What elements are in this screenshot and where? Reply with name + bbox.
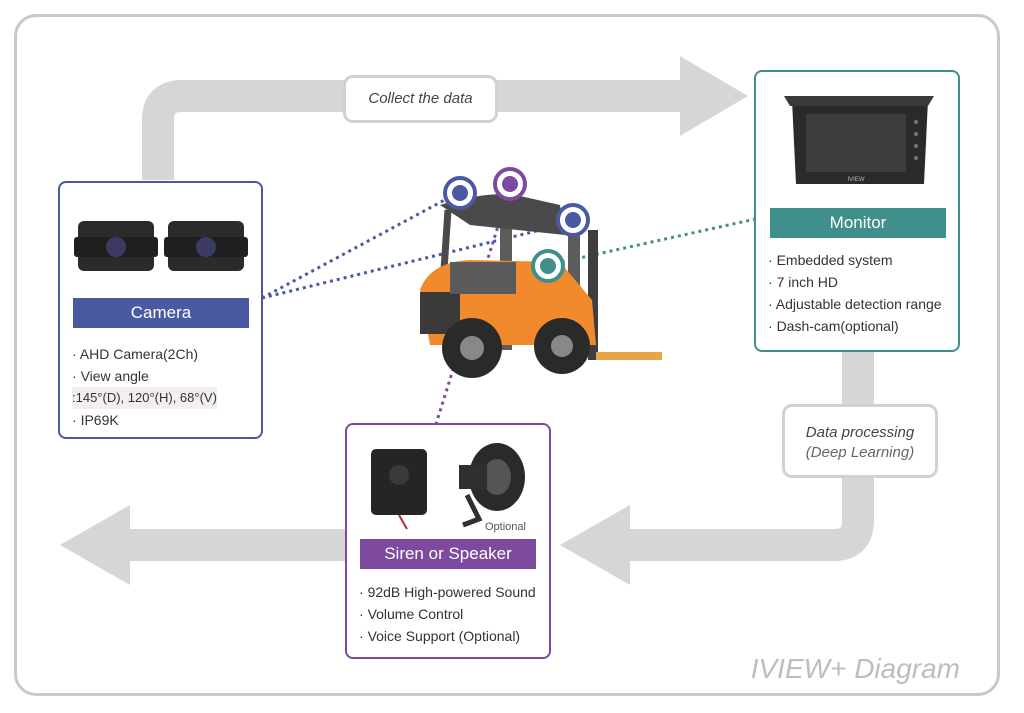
monitor-card: IVIEW Monitor Embedded system 7 inch HD … — [754, 70, 960, 352]
camera-spec-view-angle: View angle — [72, 365, 217, 387]
output-arrowhead — [60, 505, 130, 585]
speaker-box — [371, 449, 427, 530]
monitor-spec-range: Adjustable detection range — [768, 293, 942, 315]
collect-arrow — [142, 80, 690, 180]
camera-link-2 — [261, 222, 566, 300]
monitor-title: Monitor — [770, 208, 946, 238]
siren-card: Optional Siren or Speaker 92dB High-powe… — [345, 423, 551, 659]
optional-label: Optional — [485, 521, 526, 533]
monitor-spec-dashcam: Dash-cam(optional) — [768, 315, 942, 337]
data-processing-label: Data processing (Deep Learning) — [782, 404, 938, 478]
processing-arrowhead — [560, 505, 630, 585]
camera-title: Camera — [73, 298, 249, 328]
siren-spec-volume: Volume Control — [359, 603, 536, 625]
camera-spec-rating: IP69K — [72, 409, 217, 431]
collect-data-text: Collect the data — [368, 90, 473, 107]
siren-title: Siren or Speaker — [360, 539, 536, 569]
camera-spec-list: AHD Camera(2Ch) View angle :145°(D), 120… — [72, 343, 217, 431]
monitor-spec-system: Embedded system — [768, 249, 942, 271]
monitor-link — [547, 216, 761, 267]
forklift-illustration — [420, 194, 662, 378]
camera-unit-right — [164, 221, 248, 271]
camera-image — [74, 221, 248, 271]
camera-unit-left — [74, 221, 158, 271]
camera-marker-1 — [443, 176, 477, 210]
siren-image — [371, 443, 525, 530]
camera-marker-2 — [556, 203, 590, 237]
monitor-spec-list: Embedded system 7 inch HD Adjustable det… — [768, 249, 942, 337]
processing-arrow — [620, 350, 874, 561]
siren-spec-voice: Voice Support (Optional) — [359, 625, 536, 647]
monitor-screen — [806, 114, 906, 172]
horn-speaker — [459, 443, 525, 528]
collect-arrowhead — [680, 56, 748, 136]
collect-data-label: Collect the data — [343, 75, 498, 123]
diagram-frame — [14, 14, 1000, 696]
siren-spec-sound: 92dB High-powered Sound — [359, 581, 536, 603]
camera-link-1 — [261, 194, 453, 300]
monitor-marker — [531, 249, 565, 283]
monitor-image: IVIEW — [784, 96, 934, 184]
deep-learning-text: (Deep Learning) — [805, 444, 915, 461]
monitor-brand: IVIEW — [847, 177, 864, 183]
data-processing-text: Data processing — [805, 424, 915, 441]
camera-card: Camera AHD Camera(2Ch) View angle :145°(… — [58, 181, 263, 439]
camera-spec-angles: :145°(D), 120°(H), 68°(V) — [72, 387, 217, 409]
diagram-name: IVIEW+ Diagram — [750, 653, 960, 684]
monitor-spec-size: 7 inch HD — [768, 271, 942, 293]
camera-spec-channels: AHD Camera(2Ch) — [72, 343, 217, 365]
siren-spec-list: 92dB High-powered Sound Volume Control V… — [359, 581, 536, 647]
siren-marker — [493, 167, 527, 201]
